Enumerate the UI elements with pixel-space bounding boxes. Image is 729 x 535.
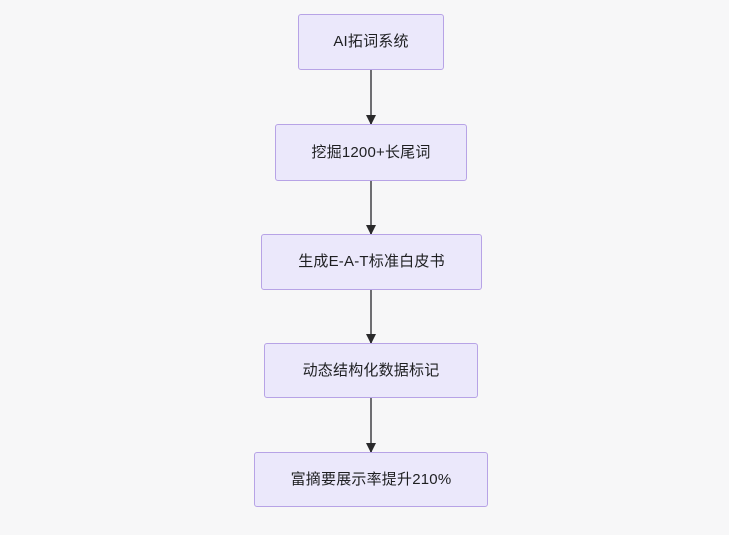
- flowchart-node-label: 动态结构化数据标记: [302, 361, 440, 379]
- flowchart-node-1[interactable]: AI拓词系统: [298, 14, 444, 70]
- flowchart-node-4[interactable]: 动态结构化数据标记: [264, 343, 478, 398]
- connector-line: [370, 290, 372, 343]
- flowchart-node-5[interactable]: 富摘要展示率提升210%: [254, 452, 488, 507]
- connector-line: [370, 398, 372, 452]
- flowchart-node-label: 富摘要展示率提升210%: [290, 470, 452, 488]
- flowchart-node-label: 挖掘1200+长尾词: [311, 143, 431, 161]
- flowchart-node-label: 生成E-A-T标准白皮书: [298, 253, 445, 270]
- connector-line: [370, 181, 372, 234]
- connector-line: [370, 70, 372, 124]
- flowchart-node-2[interactable]: 挖掘1200+长尾词: [275, 124, 467, 181]
- flowchart-node-3[interactable]: 生成E-A-T标准白皮书: [261, 234, 482, 290]
- flowchart-node-label: AI拓词系统: [333, 33, 409, 50]
